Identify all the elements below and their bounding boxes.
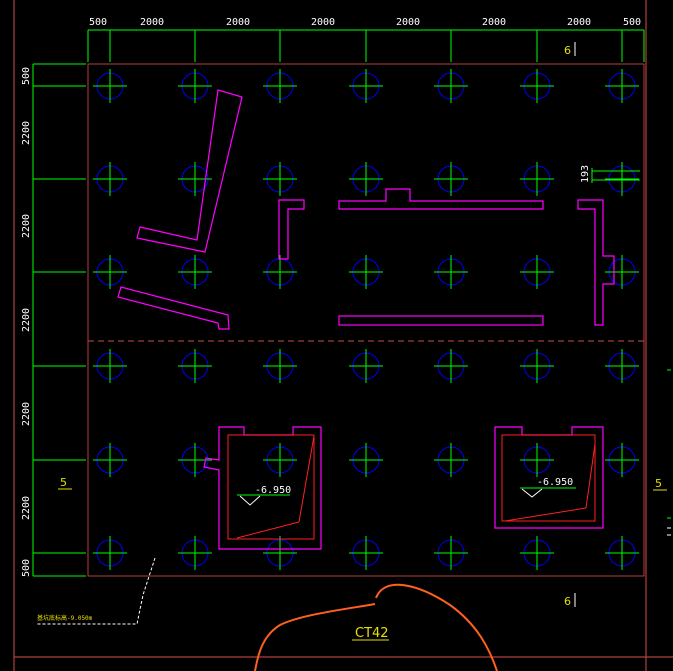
top-dim-1: 500	[89, 17, 107, 28]
pile-r2-c4	[349, 162, 383, 196]
pile-r4-c6	[520, 349, 554, 383]
top-dim-4: 2000	[311, 17, 335, 28]
top-dim-7: 2000	[567, 17, 591, 28]
top-dim-8: 500	[623, 17, 641, 28]
dim-193-text: 193	[580, 165, 591, 183]
axis-label-bottom: 6	[564, 595, 571, 608]
pile-r4-c4	[349, 349, 383, 383]
note-leader: 基坑底标高-9.050m	[36, 557, 156, 625]
pit-right-elevation: -6.950	[537, 477, 573, 488]
left-dimension-line	[32, 63, 86, 577]
top-dimension-texts: 500 2000 2000 2000 2000 2000 2000 500	[89, 17, 641, 28]
pit-left: -6.950	[203, 426, 322, 550]
right-edge-marks	[667, 369, 671, 536]
wall-top-long	[338, 188, 544, 210]
axis-label-top: 6	[564, 44, 571, 57]
pile-r6-c1	[93, 536, 127, 570]
axis-label-right: 5	[655, 477, 662, 490]
pile-r4-c7	[605, 349, 639, 383]
pile-r3-c1	[93, 255, 127, 289]
pile-r1-c2	[178, 69, 212, 103]
foundation-outline	[87, 63, 645, 577]
pile-r1-c3	[263, 69, 297, 103]
pile-r4-c1	[93, 349, 127, 383]
pile-r1-c7	[605, 69, 639, 103]
left-dim-1: 500	[21, 67, 32, 85]
pile-r2-c1	[93, 162, 127, 196]
pile-r4-c2	[178, 349, 212, 383]
pile-r3-c3	[263, 255, 297, 289]
pile-r6-c2	[178, 536, 212, 570]
retaining-walls	[117, 89, 615, 330]
note-text: 基坑底标高-9.050m	[37, 614, 93, 622]
top-dim-5: 2000	[396, 17, 420, 28]
wall-bottom-long	[338, 315, 544, 326]
pile-r1-c1	[93, 69, 127, 103]
pile-r2-c2	[178, 162, 212, 196]
pile-r2-c5	[434, 162, 468, 196]
pile-r3-c4	[349, 255, 383, 289]
left-dim-5: 2200	[21, 402, 32, 426]
pile-r6-c6	[520, 536, 554, 570]
wall-l-small	[278, 199, 305, 260]
pile-r4-c5	[434, 349, 468, 383]
pile-r5-c4	[349, 443, 383, 477]
wall-l-shape-diagonal	[136, 89, 243, 253]
pile-grid	[93, 69, 639, 570]
top-dim-3: 2000	[226, 17, 250, 28]
top-dimension-line	[87, 29, 645, 62]
wall-diagonal-bottom	[117, 286, 230, 330]
pile-r3-c2	[178, 255, 212, 289]
pile-r1-c5	[434, 69, 468, 103]
pile-cap: CT42	[254, 583, 498, 671]
pile-r6-c3	[263, 536, 297, 570]
pile-r6-c7	[605, 536, 639, 570]
left-dim-6: 2200	[21, 496, 32, 520]
pit-left-elevation: -6.950	[255, 485, 291, 496]
pile-cap-label: CT42	[355, 626, 389, 641]
pile-r3-c7	[605, 255, 639, 289]
top-dim-6: 2000	[482, 17, 506, 28]
pile-r5-c6	[520, 443, 554, 477]
dim-193: 193	[580, 165, 640, 183]
drawing-border	[13, 0, 673, 671]
pile-r6-c4	[349, 536, 383, 570]
left-dim-3: 2200	[21, 214, 32, 238]
axis-labels: 6 6 5 5	[58, 42, 667, 608]
pile-r2-c6	[520, 162, 554, 196]
pile-r6-c5	[434, 536, 468, 570]
pile-r2-c7	[605, 162, 639, 196]
pile-r1-c6	[520, 69, 554, 103]
axis-label-left: 5	[60, 476, 67, 489]
pit-right: -6.950	[494, 426, 604, 529]
pile-r3-c5	[434, 255, 468, 289]
pile-r2-c3	[263, 162, 297, 196]
pile-r5-c7	[605, 443, 639, 477]
pile-r1-c4	[349, 69, 383, 103]
left-dim-7: 500	[21, 559, 32, 577]
pile-r5-c2	[178, 443, 212, 477]
left-dim-4: 2200	[21, 308, 32, 332]
wall-right-vertical	[577, 199, 615, 326]
left-dimension-texts: 500 2200 2200 2200 2200 2200 500	[21, 67, 32, 577]
pile-r5-c5	[434, 443, 468, 477]
pile-r5-c1	[93, 443, 127, 477]
top-dim-2: 2000	[140, 17, 164, 28]
pile-r4-c3	[263, 349, 297, 383]
pile-r3-c6	[520, 255, 554, 289]
left-dim-2: 2200	[21, 121, 32, 145]
pile-r5-c3	[263, 443, 297, 477]
